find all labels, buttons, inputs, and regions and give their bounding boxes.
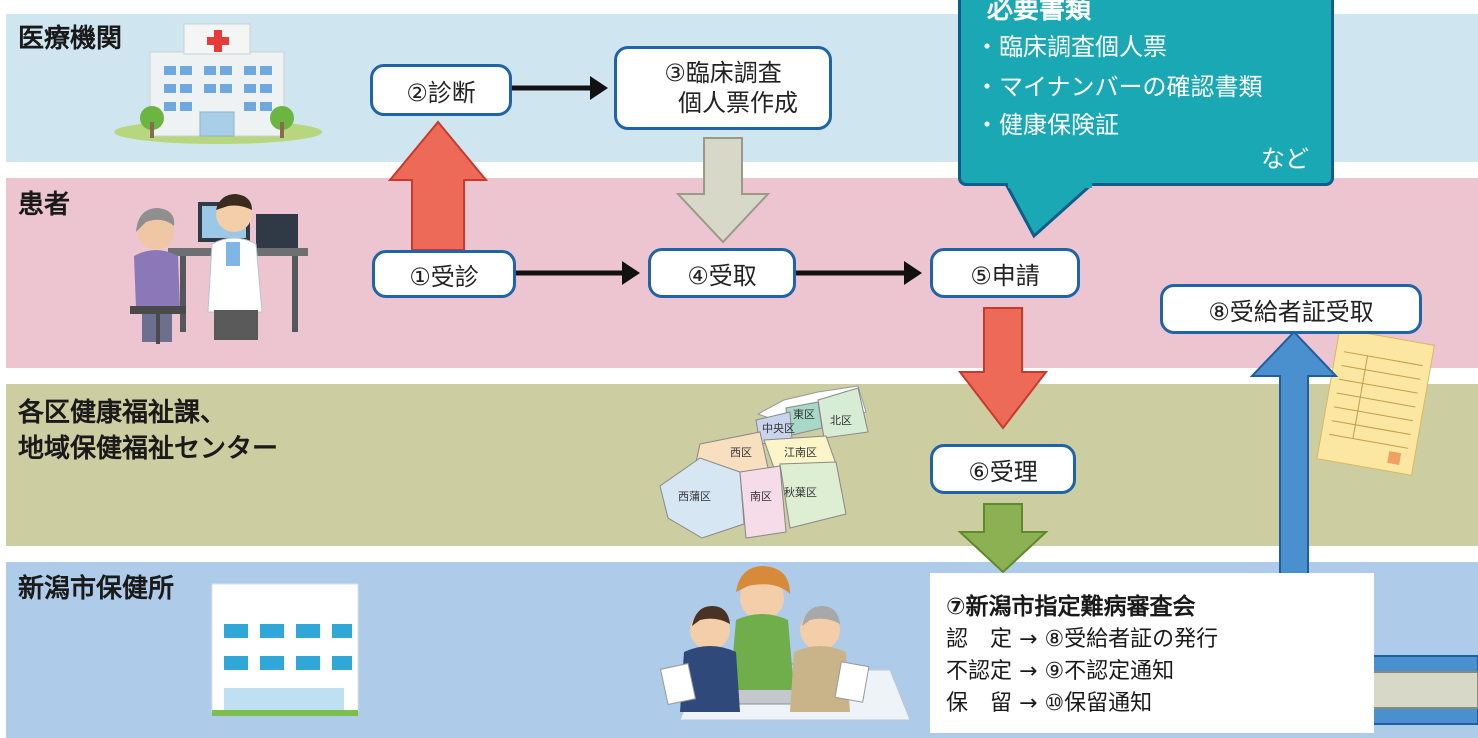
map-label-akiha: 秋葉区 [784, 485, 817, 499]
outcome-pending: 保 留 → ⑩保留通知 [946, 691, 1153, 716]
step-5-application: ⑤申請 [930, 248, 1080, 298]
required-document-item: ・臨床調査個人票 [975, 33, 1167, 61]
review-council-box: ⑦新潟市指定難病審査会 認 定 → ⑧受給者証の発行 不認定 → ⑨不認定通知 … [930, 573, 1374, 733]
patient-doctor-illustration-icon [130, 194, 308, 344]
step-3-line2: 個人票作成 [678, 89, 798, 117]
medical-institution-title: 医療機関 [18, 24, 123, 54]
callout-tail-cover [1008, 180, 1092, 188]
map-label-minami: 南区 [750, 490, 772, 503]
step-1-consultation: ①受診 [372, 250, 516, 298]
patient-title: 患者 [18, 190, 71, 220]
step-4-receipt: ④受取 [648, 248, 796, 298]
review-council-title: ⑦新潟市指定難病審査会 [946, 594, 1196, 620]
flow-arrows-black [512, 76, 922, 285]
required-documents-callout: 必要書類 ・臨床調査個人票 ・マイナンバーの確認書類 ・健康保険証 など [958, 0, 1334, 186]
required-documents-etc: など [1261, 145, 1309, 173]
map-label-konan: 江南区 [784, 446, 817, 459]
step-3-line1: ③臨床調査 [664, 59, 782, 87]
health-center-title: 新潟市保健所 [18, 574, 175, 604]
niigata-district-map-icon: 東区 中央区 北区 西区 江南区 西蒲区 南区 秋葉区 [659, 385, 869, 539]
step-3-clinical-form: ③臨床調査 個人票作成 [614, 46, 832, 130]
review-committee-staff-icon [659, 566, 911, 721]
arrow-up-blue [1249, 330, 1339, 613]
required-document-item: ・健康保険証 [975, 111, 1119, 139]
map-label-higashi: 東区 [793, 408, 815, 421]
arrow-down-gray [675, 137, 771, 244]
outcome-rejected: 不認定 → ⑨不認定通知 [946, 659, 1175, 684]
hospital-icon [114, 23, 322, 144]
arrow-up-red [387, 120, 489, 251]
map-label-nishikan: 西蒲区 [678, 489, 711, 503]
arrow-down-green [957, 503, 1049, 574]
ward-office-title-line2: 地域保健福祉センター [18, 434, 279, 464]
health-center-building-icon [211, 583, 359, 716]
ward-office-title-line1: 各区健康福祉課、 [18, 398, 227, 428]
map-label-kita: 北区 [830, 414, 852, 427]
outcome-approved: 認 定 → ⑧受給者証の発行 [946, 627, 1219, 652]
arrow-down-red [957, 307, 1049, 430]
step-8-certificate-receipt: ⑧受給者証受取 [1160, 284, 1422, 334]
step-2-diagnosis: ②診断 [370, 64, 512, 116]
map-label-chuo: 中央区 [762, 422, 795, 435]
recipient-certificate-icon [1316, 328, 1435, 476]
required-document-item: ・マイナンバーの確認書類 [975, 73, 1263, 101]
step-6-acceptance: ⑥受理 [930, 444, 1076, 494]
map-label-nishi: 西区 [730, 446, 752, 459]
required-documents-title: 必要書類 [987, 0, 1092, 25]
callout-tail [1003, 182, 1096, 239]
